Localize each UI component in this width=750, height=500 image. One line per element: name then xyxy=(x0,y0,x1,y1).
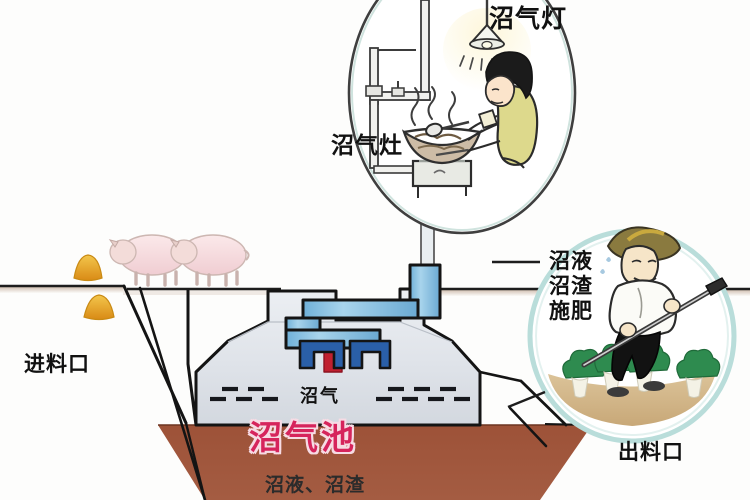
label-fertilizer-block: 沼液沼渣施肥 xyxy=(549,249,593,323)
crop-stem xyxy=(571,377,589,398)
stove-knob xyxy=(433,169,446,174)
ground-band-left xyxy=(0,286,124,293)
hoe-blade xyxy=(705,277,728,296)
fertilizer-line-1: 沼液 xyxy=(549,249,593,273)
crop-stem xyxy=(685,377,703,398)
inlet-wall-outer2 xyxy=(138,286,207,500)
field-scene-circle xyxy=(527,226,737,444)
biogas-lamp xyxy=(459,0,515,71)
woman-face xyxy=(484,74,516,107)
woman-arm-lower xyxy=(467,122,499,141)
farmer xyxy=(581,226,728,397)
pipe-valve-left xyxy=(365,85,383,97)
manure-pile-lower xyxy=(83,294,115,321)
field-soil xyxy=(548,372,716,426)
leader-lines xyxy=(492,260,546,409)
pipe-collector-left xyxy=(298,339,346,370)
steam-wisps xyxy=(410,86,456,126)
gas-dashes xyxy=(210,386,470,402)
inlet-wall-inner xyxy=(184,422,207,500)
fertilizer-line-2: 沼渣 xyxy=(549,273,593,298)
shirt-fold xyxy=(637,287,643,319)
pig-legs xyxy=(195,270,239,287)
inlet-wall-outer xyxy=(122,284,188,425)
pig-ear xyxy=(108,239,119,248)
ladle-handle xyxy=(439,120,470,131)
hoe-handle-highlight xyxy=(583,289,713,366)
food-strands-2 xyxy=(417,144,465,151)
manure-group xyxy=(73,254,115,321)
pipe-drop-main xyxy=(420,0,430,101)
farmer-hand-right xyxy=(663,298,681,314)
pig-right xyxy=(169,234,250,287)
pipe-horizontal-upper xyxy=(301,298,420,320)
fertilizer-line-3: 施肥 xyxy=(549,298,593,323)
farmer-hand-left xyxy=(619,322,637,338)
label-biogas-stove: 沼气灶 xyxy=(331,133,403,159)
lamp-bulb xyxy=(481,40,493,50)
ladle-bowl xyxy=(425,122,443,138)
inlet-chute-wall xyxy=(186,290,198,426)
kitchen-scene-circle xyxy=(347,0,577,235)
pig-head xyxy=(170,239,198,265)
label-slurry-residue: 沼液、沼渣 xyxy=(265,474,366,496)
pig-ear xyxy=(169,239,180,248)
sweat-drop-1 xyxy=(606,257,611,262)
label-feed-inlet: 进料口 xyxy=(24,352,90,376)
pipe-valve-mid xyxy=(391,87,405,97)
farmer-eyes xyxy=(631,259,657,263)
leader-to-outlet xyxy=(507,390,546,409)
outlet-wall-upper xyxy=(519,379,568,427)
kitchen-gas-pipes xyxy=(365,0,431,174)
label-biogas: 沼气 xyxy=(300,386,340,407)
inlet-channel xyxy=(122,284,207,500)
soil-mass xyxy=(158,425,592,500)
hat-band xyxy=(626,229,665,242)
pig-tail xyxy=(243,249,250,261)
stove-box xyxy=(411,159,473,188)
farmer-shoe-left xyxy=(607,387,629,397)
spatula-handle xyxy=(435,148,469,157)
crop-leaves xyxy=(676,348,721,379)
woman-eye xyxy=(491,88,500,91)
pig-legs xyxy=(134,270,178,287)
outlet-wall-lower xyxy=(508,406,548,448)
pig-head xyxy=(109,239,137,265)
food-strands xyxy=(414,133,462,140)
tank-dome-accent xyxy=(227,321,453,343)
kitchen-circle-inner-ring xyxy=(351,0,573,231)
label-biogas-lamp: 沼气灯 xyxy=(489,4,568,33)
crop-plant xyxy=(676,348,721,398)
ground-band-mid xyxy=(123,289,281,295)
pipe-collector-right xyxy=(348,339,392,370)
woman-mouth xyxy=(490,100,504,105)
woman-hem xyxy=(501,157,525,169)
label-biogas-pit: 沼气池 xyxy=(249,418,357,457)
label-discharge-outlet: 出料口 xyxy=(618,440,684,464)
woman-cuff xyxy=(478,109,498,129)
tank-right-edge xyxy=(479,370,522,383)
woman-arm2 xyxy=(466,139,501,153)
sweat-drop-2 xyxy=(600,269,605,274)
pig-group xyxy=(108,234,250,287)
cooking-woman xyxy=(425,51,539,169)
manure-pile-upper xyxy=(73,254,103,282)
farmer-shoe-right xyxy=(643,381,665,391)
